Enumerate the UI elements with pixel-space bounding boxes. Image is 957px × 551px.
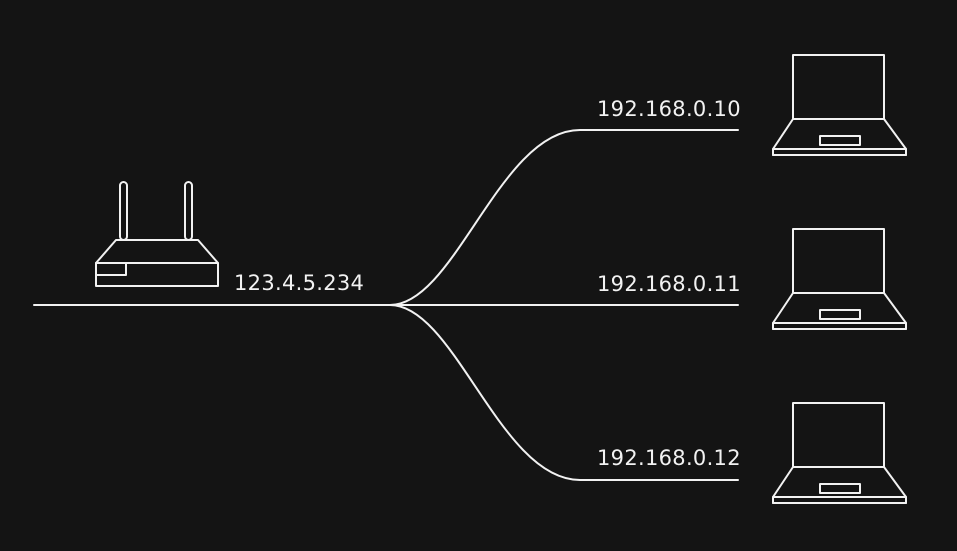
laptop-icon [772, 54, 907, 156]
laptop-icon [772, 402, 907, 504]
device-ip-label-1: 192.168.0.10 [597, 97, 741, 121]
branch-line-3 [389, 304, 739, 481]
router-ip-label: 123.4.5.234 [234, 271, 364, 295]
laptop-icon [772, 228, 907, 330]
device-ip-label-2: 192.168.0.11 [597, 272, 741, 296]
device-ip-label-3: 192.168.0.12 [597, 446, 741, 470]
branch-line-1 [389, 129, 739, 306]
connection-lines [33, 129, 739, 481]
router-icon [95, 181, 219, 287]
